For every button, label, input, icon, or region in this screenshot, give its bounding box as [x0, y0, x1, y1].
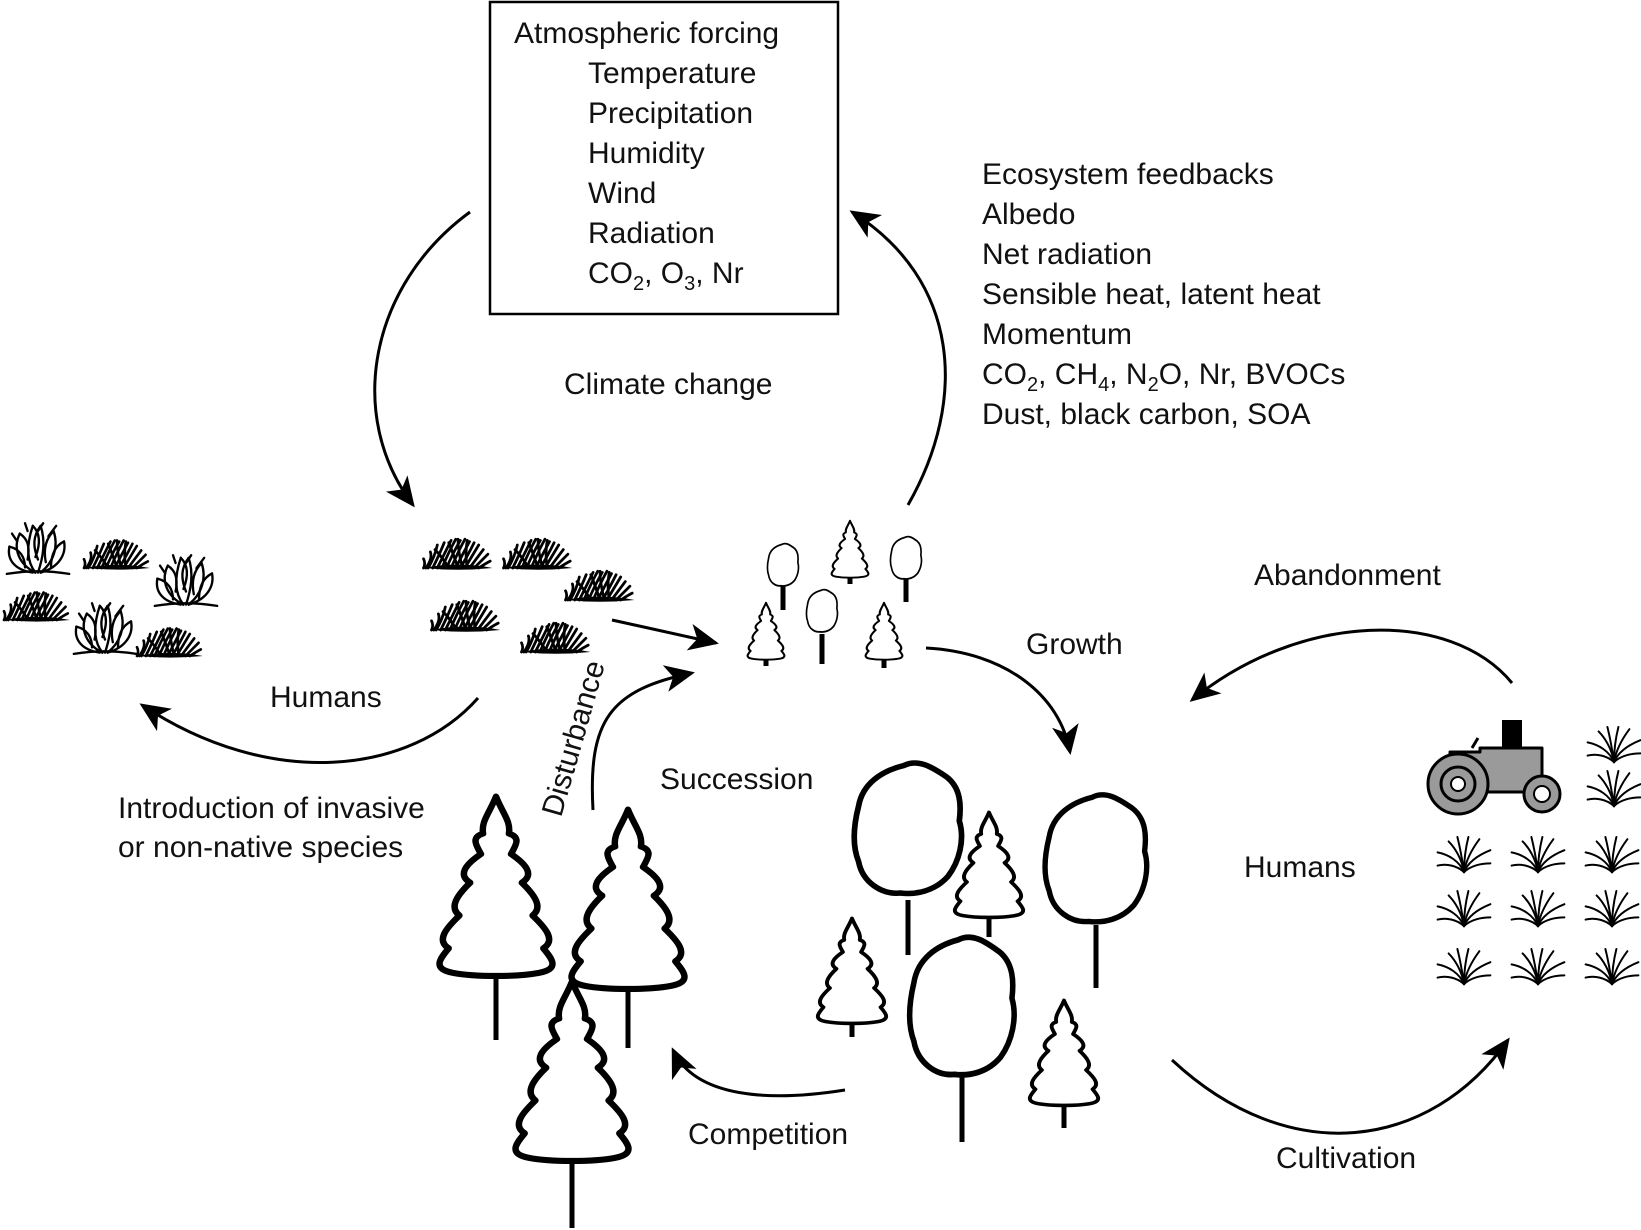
climate-change-label: Climate change [564, 368, 772, 401]
large-conifer-icon [516, 982, 629, 1228]
succession-label: Succession [660, 763, 813, 796]
atmospheric-forcing-box: Atmospheric forcing Temperature Precipit… [488, 0, 840, 316]
medium-conifer-icon [952, 810, 1026, 937]
crop-icon [1510, 948, 1566, 986]
crop-icon [1586, 770, 1641, 808]
grass-tuft-icon [82, 539, 152, 571]
cultivation-label: Cultivation [1276, 1142, 1416, 1175]
feedback-gases: CO2, CH4, N2O, Nr, BVOCs [982, 358, 1345, 396]
forcing-item: Humidity [588, 137, 705, 170]
crop-icon [1584, 948, 1640, 986]
small-broadleaf-tree-icon [805, 588, 839, 664]
crop-icon [1436, 890, 1492, 928]
small-conifer-icon [746, 601, 786, 666]
large-conifer-icon [440, 797, 553, 1040]
disturbance-label: Disturbance [536, 657, 612, 820]
small-broadleaf-tree-icon [889, 535, 923, 602]
forcing-gases: CO2, O3, Nr [588, 257, 744, 295]
atmospheric-forcing-title: Atmospheric forcing [514, 17, 779, 50]
ecosystem-feedbacks-title: Ecosystem feedbacks [982, 158, 1274, 191]
disturbance-arrow [590, 665, 695, 811]
forcing-item: Wind [588, 177, 656, 210]
grass-tuft-icon [135, 627, 205, 659]
crop-icon [1586, 726, 1641, 764]
crop-icon [1584, 890, 1640, 928]
invasive-plant-icon [153, 553, 219, 608]
forcing-item: Precipitation [588, 97, 753, 130]
grass-to-saplings-arrow [611, 618, 719, 651]
medium-conifer-icon [815, 916, 889, 1037]
growth-label: Growth [1026, 628, 1123, 661]
grass-tuft-icon [502, 537, 574, 572]
feedback-item: Albedo [982, 198, 1075, 231]
crop-icon [1510, 836, 1566, 874]
grass-tuft-icon [564, 569, 636, 604]
large-broadleaf-tree-icon [1045, 795, 1147, 988]
humans-invasive-arrow [139, 697, 480, 764]
feedback-item: Dust, black carbon, SOA [982, 398, 1310, 431]
grass-tuft-icon [2, 591, 72, 623]
abandonment-arrow [1189, 628, 1514, 702]
tractor-icon [1426, 720, 1562, 816]
mature-mixed-forest [815, 763, 1147, 1142]
arrows [139, 210, 1514, 1135]
large-broadleaf-tree-icon [854, 763, 961, 955]
humans-label-left: Humans [270, 681, 382, 714]
large-conifer-icon [572, 810, 685, 1048]
forcing-item: Temperature [588, 57, 756, 90]
grass-tuft-icon [422, 537, 494, 572]
forcing-item: Radiation [588, 217, 715, 250]
invasive-grassland-cluster [2, 521, 219, 659]
grass-tuft-icon [430, 599, 502, 634]
small-broadleaf-tree-icon [766, 542, 800, 610]
invasive-label-line1: Introduction of invasive [118, 792, 425, 825]
invasive-label-line2: or non-native species [118, 831, 403, 864]
grass-tuft-icon [520, 621, 592, 656]
mature-conifer-stand [440, 797, 685, 1228]
crop-icon [1584, 836, 1640, 874]
competition-label: Competition [688, 1118, 848, 1151]
small-conifer-icon [864, 601, 904, 668]
invasive-plant-icon [72, 601, 138, 656]
feedback-item: Net radiation [982, 238, 1152, 271]
small-conifer-icon [830, 519, 870, 584]
invasive-plant-icon [5, 521, 71, 576]
sapling-cluster [746, 519, 923, 668]
abandonment-label: Abandonment [1254, 559, 1441, 592]
crop-icon [1436, 836, 1492, 874]
feedback-item: Sensible heat, latent heat [982, 278, 1321, 311]
crop-icon [1436, 948, 1492, 986]
ecosystem-feedbacks-list: Ecosystem feedbacks Albedo Net radiation… [982, 158, 1345, 431]
crop-icon [1510, 890, 1566, 928]
cultivation-arrow [1170, 1037, 1510, 1135]
growth-arrow [925, 646, 1079, 755]
competition-arrow [671, 1047, 846, 1098]
feedback-item: Momentum [982, 318, 1132, 351]
feedback-arrow [849, 210, 947, 506]
forcing-arrow [373, 210, 471, 508]
large-broadleaf-tree-icon [910, 937, 1014, 1142]
humans-label-right: Humans [1244, 851, 1356, 884]
medium-conifer-icon [1027, 998, 1101, 1128]
native-grassland-cluster [422, 537, 636, 656]
